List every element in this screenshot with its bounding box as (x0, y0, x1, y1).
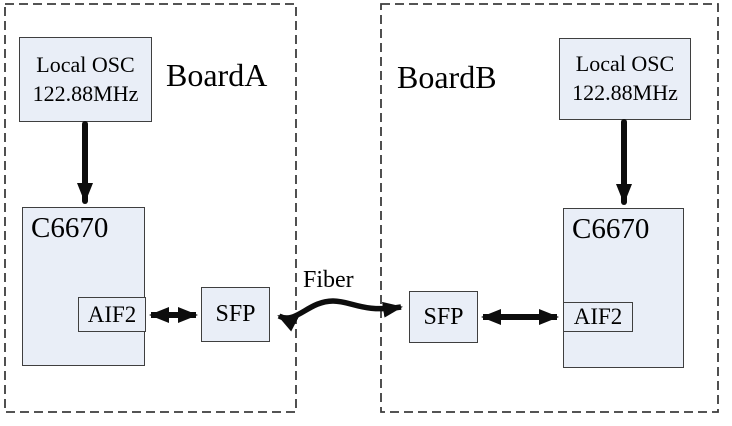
board-b-port-label: AIF2 (573, 304, 623, 329)
board-a-osc-frequency: 122.88MHz (32, 80, 139, 106)
board-b-chip-label: C6670 (572, 213, 650, 245)
board-a-sfp-box: SFP (201, 287, 270, 342)
board-b-label: BoardB (397, 59, 497, 95)
board-a-aif2-box: AIF2 (78, 297, 146, 332)
board-a-osc-name: Local OSC (36, 51, 135, 77)
board-b-sfp-label: SFP (423, 303, 464, 330)
fiber-link-arrow (277, 298, 403, 332)
board-b-osc-name: Local OSC (575, 51, 675, 77)
board-b-osc-frequency: 122.88MHz (572, 80, 678, 105)
board-a-port-label: AIF2 (87, 301, 137, 327)
board-b-aif2-box: AIF2 (563, 302, 633, 332)
board-a-chip-label: C6670 (31, 212, 109, 244)
board-a-sfp-label: SFP (215, 301, 256, 327)
board-b-c6670-box: C6670 (563, 208, 684, 368)
board-b-local-osc-box: Local OSC 122.88MHz (559, 38, 691, 120)
board-b-sfp-box: SFP (409, 291, 478, 343)
board-a-c6670-box: C6670 (22, 207, 145, 366)
board-a-label: BoardA (166, 57, 268, 93)
fiber-label: Fiber (303, 267, 354, 293)
board-a-local-osc-box: Local OSC 122.88MHz (19, 37, 152, 122)
